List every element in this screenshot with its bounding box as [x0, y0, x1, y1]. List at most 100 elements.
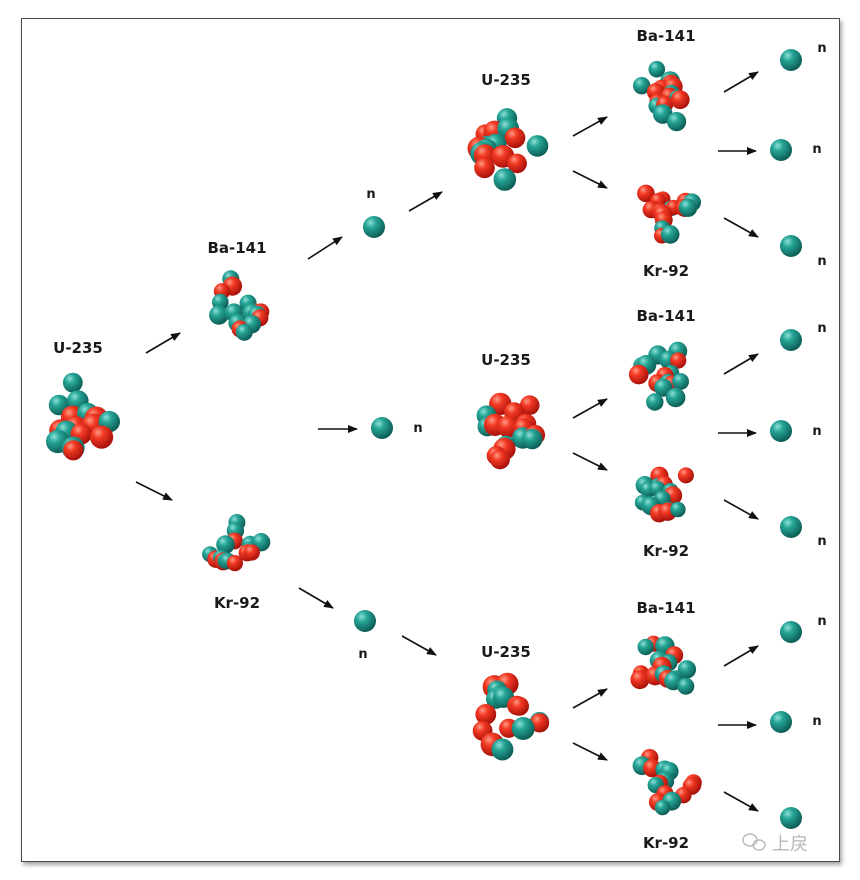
label-kr92-gen1: Kr-92 — [214, 594, 260, 612]
label-ba141-gen1: Ba-141 — [207, 239, 266, 257]
nucleus-u235-mid — [476, 392, 546, 470]
nucleus-kr92-bottom — [632, 749, 702, 816]
diagram-frame — [21, 18, 840, 862]
neutron-ball — [667, 112, 687, 132]
neutron-ball — [677, 677, 695, 695]
arrow-to-kr92 — [135, 481, 173, 501]
neutron-ball — [660, 225, 680, 244]
label-u235-bottom: U-235 — [481, 643, 531, 661]
arrow-neutron-3-2 — [723, 499, 759, 520]
label-n-m1: n — [817, 321, 826, 336]
neutron-ball — [522, 428, 543, 450]
proton-ball — [507, 153, 527, 174]
neutron-ball — [646, 393, 664, 411]
arrow-to-neutron-lower — [298, 587, 334, 609]
label-n-middle: n — [413, 421, 422, 436]
nucleus-ba141-gen1 — [209, 270, 270, 341]
label-n-b2: n — [812, 714, 821, 729]
arrow-to-ba141 — [145, 332, 181, 354]
wechat-icon — [742, 833, 766, 851]
arrow-fission-up-1 — [572, 116, 608, 137]
proton-ball — [63, 440, 84, 461]
neutron-ball — [637, 638, 654, 656]
proton-ball — [677, 467, 694, 484]
proton-ball — [243, 544, 260, 561]
label-ba141-top: Ba-141 — [636, 27, 695, 45]
proton-ball — [475, 704, 497, 725]
neutron-ball — [665, 387, 686, 408]
proton-ball — [630, 670, 650, 690]
neutron-ball — [491, 738, 514, 761]
label-n-t3: n — [817, 254, 826, 269]
neutron-ball — [526, 135, 549, 157]
neutron-ball — [648, 60, 666, 78]
nucleus-ba141-top — [633, 60, 690, 132]
neutron-terminal-3 — [780, 235, 802, 257]
nucleus-u235-initial — [46, 372, 121, 461]
label-n-upper: n — [366, 187, 375, 202]
nucleus-kr92-top — [637, 184, 701, 244]
proton-ball — [474, 157, 495, 179]
neutron-ball — [216, 535, 235, 554]
proton-ball — [670, 90, 690, 110]
arrow-neutron-1-3 — [723, 645, 759, 667]
nucleus-ba141-mid — [628, 341, 689, 411]
arrow-neutron-3-3 — [723, 791, 759, 812]
neutron-terminal-9 — [780, 807, 802, 829]
arrow-to-u235-bottom — [401, 635, 437, 656]
arrow-fission-down-1 — [572, 170, 608, 189]
proton-ball — [670, 352, 687, 369]
neutron-ball — [678, 198, 698, 217]
neutron-terminal-5 — [770, 420, 792, 442]
label-u235-initial: U-235 — [53, 339, 103, 357]
label-n-t1: n — [817, 41, 826, 56]
neutron-terminal-4 — [780, 329, 802, 351]
arrow-to-neutron-upper — [307, 236, 343, 260]
label-kr92-bottom: Kr-92 — [643, 834, 689, 852]
neutron-ball — [62, 372, 83, 393]
nucleus-u235-top — [467, 108, 549, 191]
label-n-m3: n — [817, 534, 826, 549]
neutron-lower — [354, 610, 376, 632]
nucleus-u235-bottom — [472, 672, 550, 761]
label-n-lower: n — [358, 647, 367, 662]
proton-ball — [226, 555, 243, 572]
neutron-terminal-7 — [780, 621, 802, 643]
proton-ball — [628, 364, 649, 385]
label-n-t2: n — [812, 142, 821, 157]
arrow-fission-down-2 — [572, 452, 608, 471]
neutron-ball — [633, 77, 651, 95]
arrow-fission-up-2 — [572, 398, 608, 419]
neutron-terminal-8 — [770, 711, 792, 733]
neutron-middle — [371, 417, 393, 439]
neutron-ball — [654, 799, 671, 816]
neutron-ball — [235, 323, 253, 341]
nucleus-ba141-bottom — [630, 635, 697, 695]
proton-ball — [530, 713, 550, 733]
neutron-terminal-6 — [780, 516, 802, 538]
neutron-ball — [672, 373, 689, 390]
label-ba141-mid: Ba-141 — [636, 307, 695, 325]
arrow-neutron-1-1 — [723, 71, 759, 93]
label-u235-mid: U-235 — [481, 351, 531, 369]
proton-ball — [509, 696, 529, 716]
watermark-text: 上戾 — [772, 834, 808, 855]
label-kr92-top: Kr-92 — [643, 262, 689, 280]
proton-ball — [637, 184, 655, 203]
arrow-to-u235-top — [408, 191, 443, 212]
arrow-fission-up-3 — [572, 688, 608, 709]
neutron-terminal-1 — [780, 49, 802, 71]
arrow-fission-down-3 — [572, 742, 608, 761]
nucleus-kr92-gen1 — [202, 514, 271, 572]
label-u235-top: U-235 — [481, 71, 531, 89]
proton-ball — [490, 449, 510, 470]
label-n-b1: n — [817, 614, 826, 629]
label-ba141-bottom: Ba-141 — [636, 599, 695, 617]
neutron-ball — [493, 168, 517, 191]
proton-ball — [504, 127, 526, 149]
arrow-neutron-1-2 — [723, 353, 759, 375]
label-kr92-mid: Kr-92 — [643, 542, 689, 560]
arrow-neutron-3-1 — [723, 217, 759, 238]
neutron-upper — [363, 216, 385, 238]
